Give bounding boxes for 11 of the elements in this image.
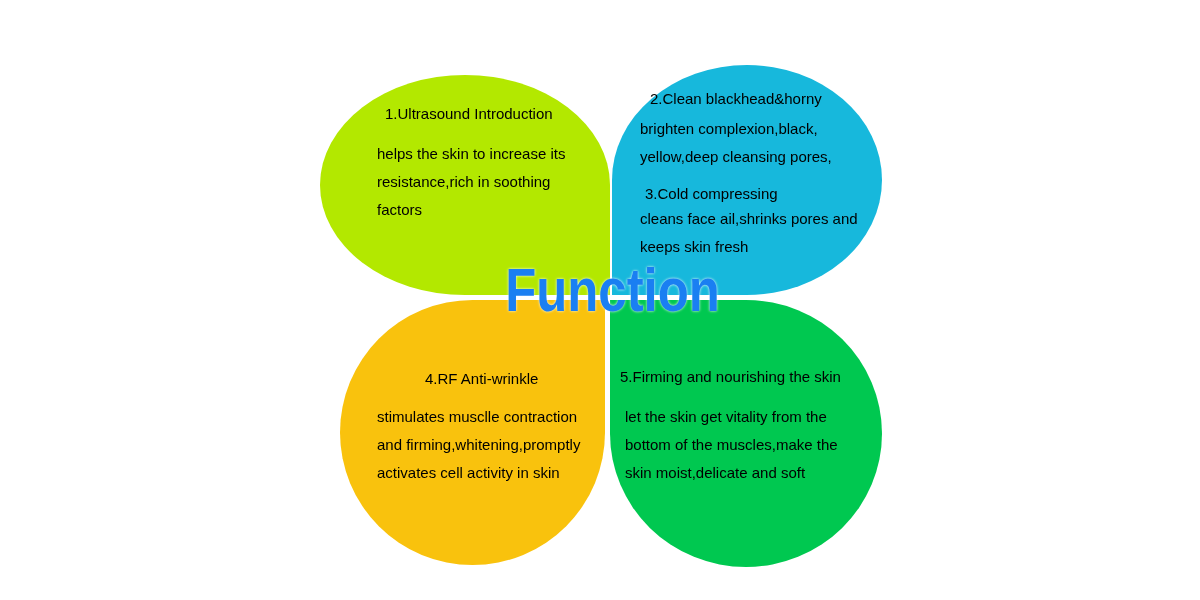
diagram-title: Function <box>504 255 721 325</box>
petal-text: let the skin get vitality from the bottom of the muscles,make the skin moist,delicate and soft <box>625 407 839 483</box>
petal-text: cleans face ail,shrinks pores and keeps skin fresh <box>640 209 859 257</box>
petal-text: brighten complexion,black, yellow,deep cleansing pores, <box>640 119 833 167</box>
petal-heading: 3.Cold compressing <box>645 184 779 204</box>
petal-heading: 1.Ultrasound Introduction <box>385 104 554 124</box>
petal-heading: 2.Clean blackhead&horny <box>650 89 823 109</box>
petal-heading: 5.Firming and nourishing the skin <box>620 367 842 387</box>
petal-text: stimulates musclle contraction and firming,whitening,promptly activates cell activity in skin <box>377 407 582 483</box>
petal-heading: 4.RF Anti-wrinkle <box>425 369 540 389</box>
petal-text: helps the skin to increase its resistance,rich in soothing factors <box>377 144 567 220</box>
